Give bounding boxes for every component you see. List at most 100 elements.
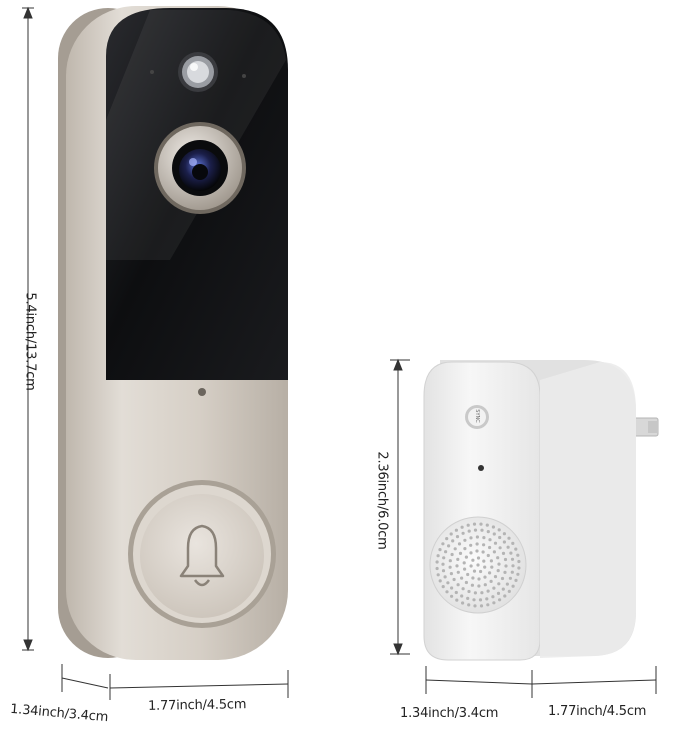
- grille-hole: [498, 535, 502, 540]
- grille-hole: [469, 543, 473, 547]
- grille-hole: [475, 549, 479, 553]
- chime-height-label: 2.36inch/6.0cm: [374, 451, 390, 550]
- grille-hole: [463, 547, 467, 551]
- grille-hole: [516, 572, 520, 576]
- grille-hole: [477, 584, 481, 588]
- grille-hole: [486, 553, 490, 558]
- grille-hole: [475, 542, 479, 546]
- grille-hole: [490, 565, 494, 569]
- grille-hole: [480, 528, 484, 532]
- grille-hole: [464, 580, 468, 585]
- grille-hole: [473, 591, 477, 595]
- grille-hole: [472, 569, 477, 573]
- grille-hole: [479, 522, 483, 526]
- dimension-lines: [22, 6, 657, 700]
- grille-hole: [463, 538, 467, 542]
- grille-hole: [472, 522, 477, 526]
- grille-hole: [482, 536, 486, 540]
- grille-hole: [461, 587, 465, 591]
- grille-hole: [501, 551, 506, 556]
- grille-hole: [476, 556, 481, 560]
- grille-hole: [492, 586, 496, 590]
- grille-hole: [442, 556, 446, 560]
- grille-hole: [469, 564, 473, 568]
- grille-hole: [486, 603, 490, 607]
- grille-hole: [467, 529, 471, 533]
- grille-hole: [517, 559, 521, 564]
- grille-hole: [460, 594, 464, 598]
- grille-hole: [450, 586, 454, 590]
- doorbell-height-label: 5.4inch/13.7cm: [22, 292, 38, 391]
- grille-hole: [472, 598, 476, 602]
- grille-hole: [454, 528, 458, 532]
- speaker-grille-icon: [429, 516, 527, 614]
- grille-hole: [493, 541, 498, 545]
- grille-hole: [441, 569, 446, 573]
- grille-hole: [503, 570, 507, 575]
- grille-hole: [498, 598, 502, 602]
- grille-hole: [466, 596, 470, 601]
- grille-hole: [476, 563, 480, 567]
- grille-hole: [456, 570, 460, 574]
- grille-hole: [441, 562, 445, 566]
- grille-hole: [463, 567, 467, 571]
- grille-hole: [496, 556, 500, 560]
- grille-hole: [516, 553, 520, 557]
- grille-hole: [461, 531, 465, 535]
- grille-hole: [482, 559, 486, 563]
- grille-hole: [473, 604, 477, 608]
- grille-hole: [496, 569, 500, 573]
- grille-hole: [483, 575, 487, 579]
- plug-in-chime: [423, 360, 659, 661]
- grille-hole: [510, 570, 514, 574]
- grille-hole: [479, 604, 484, 608]
- grille-hole: [457, 542, 462, 546]
- grille-hole: [455, 598, 459, 602]
- grille-hole: [485, 597, 489, 601]
- grille-hole: [504, 564, 508, 568]
- grille-hole: [456, 557, 460, 562]
- grille-hole: [448, 565, 452, 569]
- chime-width-label: 1.77inch/4.5cm: [548, 704, 647, 719]
- grille-hole: [445, 590, 449, 594]
- grille-hole: [482, 543, 486, 547]
- grille-hole: [462, 561, 466, 565]
- grille-hole: [453, 547, 457, 551]
- grille-hole: [488, 571, 492, 575]
- grille-hole: [438, 579, 442, 583]
- grille-hole: [511, 584, 515, 588]
- grille-hole: [435, 560, 439, 564]
- grille-hole: [492, 532, 496, 536]
- grille-hole: [493, 575, 498, 579]
- grille-hole: [514, 578, 518, 583]
- grille-hole: [506, 545, 510, 549]
- bell-icon: [128, 480, 276, 628]
- grille-hole: [486, 589, 490, 593]
- grille-hole: [497, 582, 501, 586]
- grille-hole: [514, 547, 518, 551]
- grille-hole: [475, 535, 479, 539]
- grille-hole: [436, 554, 440, 558]
- grille-hole: [438, 548, 442, 552]
- grille-hole: [435, 566, 439, 571]
- grille-hole: [481, 550, 485, 554]
- grille-hole: [492, 601, 496, 605]
- grille-hole: [464, 555, 468, 559]
- grille-hole: [480, 591, 484, 595]
- grille-hole: [454, 590, 458, 595]
- grille-hole: [511, 564, 515, 568]
- grille-hole: [450, 552, 454, 557]
- motion-sensor-icon: [178, 52, 218, 92]
- grille-hole: [460, 576, 464, 580]
- grille-hole: [488, 538, 492, 542]
- sync-button-icon: [465, 405, 489, 429]
- grille-hole: [509, 551, 513, 555]
- grille-hole: [496, 591, 501, 596]
- grille-hole: [467, 603, 471, 607]
- grille-hole: [505, 582, 509, 586]
- grille-hole: [469, 551, 473, 555]
- grille-hole: [489, 579, 493, 584]
- grille-hole: [448, 559, 452, 563]
- grille-hole: [470, 583, 474, 587]
